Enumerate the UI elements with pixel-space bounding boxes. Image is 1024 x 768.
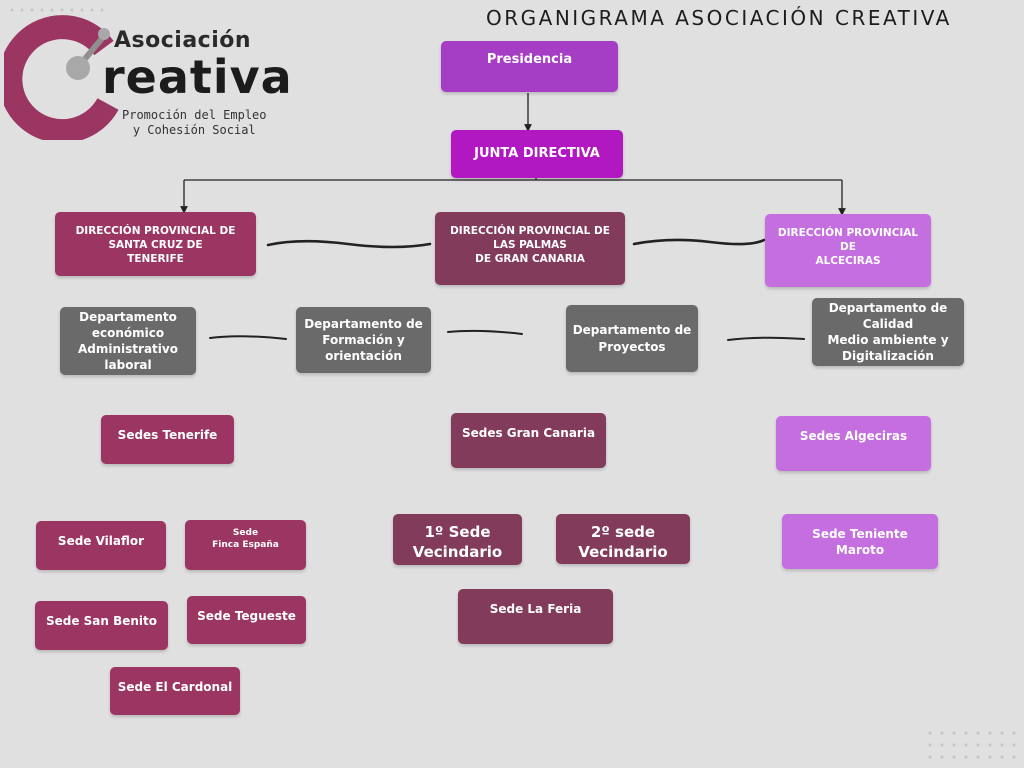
- stroke-dep-3: [727, 336, 805, 341]
- node-dep-calidad: Departamento de Calidad Medio ambiente y…: [812, 298, 964, 366]
- stroke-dep-1: [209, 335, 287, 340]
- node-sede-la-feria: Sede La Feria: [458, 589, 613, 644]
- node-sedes-algeciras: Sedes Algeciras: [776, 416, 931, 471]
- node-dep-formacion: Departamento de Formación y orientación: [296, 307, 431, 373]
- node-sede-vilaflor: Sede Vilaflor: [36, 521, 166, 570]
- node-dep-proyectos: Departamento de Proyectos: [566, 305, 698, 372]
- logo-c-icon: [0, 8, 119, 144]
- node-dep-economico: Departamento económico Administrativo la…: [60, 307, 196, 375]
- stroke-dir-2: [632, 238, 766, 246]
- logo-tagline: Promoción del Empleo y Cohesión Social: [122, 108, 267, 137]
- page-title: ORGANIGRAMA ASOCIACIÓN CREATIVA: [486, 6, 952, 30]
- node-sede-vecindario-1: 1º Sede Vecindario: [393, 514, 522, 565]
- node-sedes-gran-canaria: Sedes Gran Canaria: [451, 413, 606, 468]
- node-dir-algeciras: DIRECCIÓN PROVINCIAL DE ALCECIRAS: [765, 214, 931, 287]
- node-dir-las-palmas-gran-canaria: DIRECCIÓN PROVINCIAL DE LAS PALMAS DE GR…: [435, 212, 625, 285]
- node-presidencia: Presidencia: [441, 41, 618, 92]
- node-sedes-tenerife: Sedes Tenerife: [101, 415, 234, 464]
- decorative-dots: [928, 731, 1016, 759]
- node-sede-teniente-maroto: Sede Teniente Maroto: [782, 514, 938, 569]
- node-sede-el-cardonal: Sede El Cardonal: [110, 667, 240, 715]
- logo-word-asociacion: Asociación: [114, 28, 252, 53]
- node-sede-san-benito: Sede San Benito: [35, 601, 168, 650]
- node-dir-santa-cruz-tenerife: DIRECCIÓN PROVINCIAL DE SANTA CRUZ DE TE…: [55, 212, 256, 276]
- asociacion-creativa-logo: Asociación reativa Promoción del Empleo …: [0, 2, 314, 144]
- stroke-dep-2: [447, 329, 523, 335]
- logo-word-creativa: reativa: [102, 50, 293, 104]
- node-sede-vecindario-2: 2º sede Vecindario: [556, 514, 690, 564]
- node-sede-finca-espana: Sede Finca España: [185, 520, 306, 570]
- node-junta-directiva: JUNTA DIRECTIVA: [451, 130, 623, 178]
- node-sede-tegueste: Sede Tegueste: [187, 596, 306, 644]
- stroke-dir-1: [266, 239, 432, 249]
